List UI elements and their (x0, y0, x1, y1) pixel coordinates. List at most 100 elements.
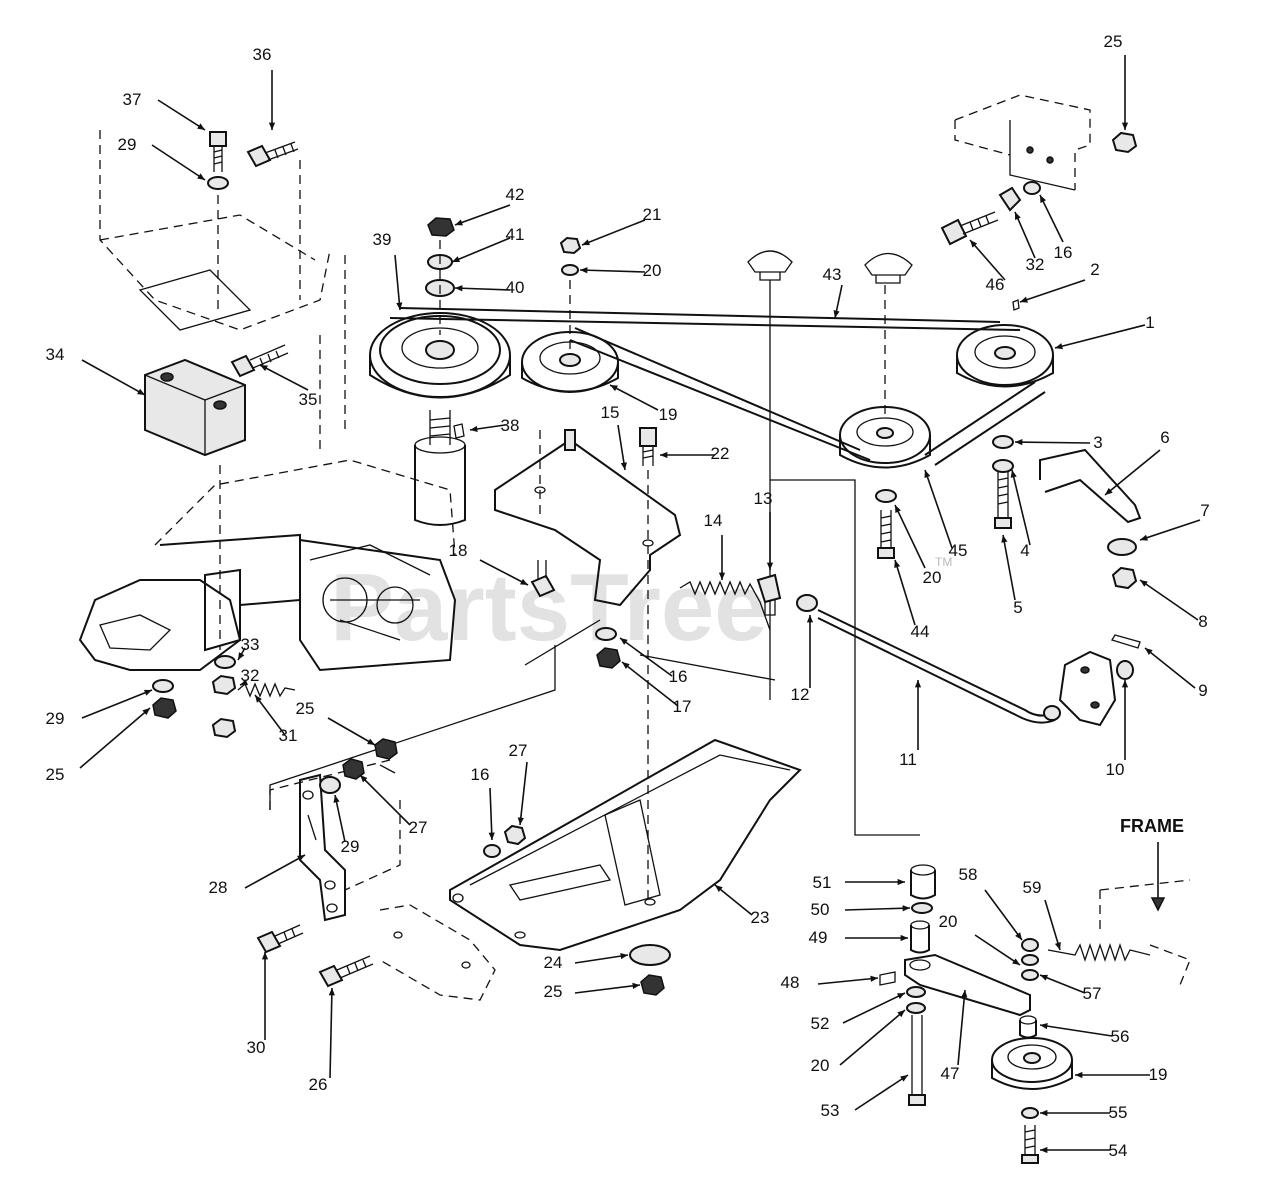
rod-11 (817, 609, 1056, 717)
arrowhead-c-9 (1145, 648, 1153, 656)
nut-42 (427, 217, 455, 237)
callout-c-13: 13 (754, 489, 773, 508)
leader-line-c-3 (1014, 441, 1091, 444)
arrowhead-c-40 (455, 285, 463, 292)
callout-c-37: 37 (123, 90, 142, 109)
bolt-46 (940, 211, 999, 246)
callout-c-43: 43 (823, 265, 842, 284)
callout-c-10: 10 (1106, 760, 1125, 779)
leader-line-c-53 (854, 1074, 909, 1111)
belt-43 (389, 307, 1046, 466)
arrowhead-c-36 (268, 122, 276, 130)
callout-c-34: 34 (46, 345, 65, 364)
leader-line-c-8 (1139, 579, 1199, 621)
bolt-54 (1021, 1125, 1039, 1164)
leader-line-c-9 (1144, 647, 1196, 689)
arrowhead-c-28 (297, 855, 305, 862)
callout-c-25d: 25 (544, 982, 563, 1001)
leader-line-c-20c (839, 1009, 906, 1066)
washer-16-top-right (1023, 181, 1041, 195)
callout-c-20a: 20 (643, 261, 662, 280)
leader-line-c-6 (1104, 449, 1161, 496)
arrowhead-c-51 (897, 878, 905, 886)
arrowhead-c-56 (1040, 1023, 1048, 1030)
arrowhead-c-50 (902, 905, 910, 912)
bracket-plate-15 (494, 429, 682, 607)
arrowhead-c-30 (261, 952, 269, 960)
leader-line-c-28 (244, 854, 306, 889)
leader-line-c-26 (329, 987, 333, 1079)
washer-10 (1116, 660, 1134, 680)
callout-c-25c: 25 (296, 699, 315, 718)
callout-c-7: 7 (1200, 501, 1209, 520)
bolt-36 (246, 141, 299, 168)
callout-c-48: 48 (781, 973, 800, 992)
arrowhead-c-14 (718, 572, 726, 580)
leader-line-c-31 (254, 694, 286, 736)
pulley-45 (839, 406, 931, 469)
arrowhead-c-25a (1121, 122, 1129, 130)
arrowhead-c-46 (970, 240, 978, 248)
idler-arm-47 (904, 953, 1031, 1017)
washer-3 (992, 435, 1014, 449)
washer-29-left (152, 679, 174, 693)
callout-c-14: 14 (704, 511, 723, 530)
washer-33 (214, 655, 236, 669)
callout-c-45: 45 (949, 541, 968, 560)
pulley-39 (369, 312, 511, 399)
callout-c-58: 58 (959, 865, 978, 884)
leader-line-c-2 (1019, 279, 1086, 303)
arrowhead-c-29c (333, 795, 340, 803)
callout-c-31: 31 (279, 726, 298, 745)
bolt-35 (230, 344, 289, 378)
arrowhead-c-16c (488, 832, 495, 840)
callout-c-39: 39 (373, 230, 392, 249)
callout-c-35: 35 (299, 390, 318, 409)
callout-c-16a: 16 (1054, 243, 1073, 262)
bolt-22 (639, 427, 657, 466)
arrowhead-c-35 (260, 365, 268, 372)
callout-c-25a: 25 (1104, 32, 1123, 51)
callout-c-15: 15 (601, 403, 620, 422)
bolt-18 (530, 560, 556, 598)
leader-line-c-23 (714, 884, 753, 916)
callout-c-59: 59 (1023, 878, 1042, 897)
leader-line-c-16b (619, 637, 673, 677)
washer-24 (629, 944, 671, 966)
nut-8 (1111, 566, 1138, 590)
arrowhead-c-15 (620, 462, 627, 470)
callout-c-46: 46 (986, 275, 1005, 294)
nut-12 (796, 594, 818, 612)
callout-c-42: 42 (506, 185, 525, 204)
nut-25-arm (374, 738, 398, 760)
callout-c-53: 53 (821, 1101, 840, 1120)
nut-17 (596, 647, 621, 669)
callout-c-36: 36 (253, 45, 272, 64)
bracket-23 (449, 738, 802, 952)
arrowhead-c-20c (897, 1010, 905, 1018)
leader-line-c-48 (817, 977, 879, 985)
leader-line-c-5 (1002, 534, 1016, 601)
nut-27-lower (503, 824, 527, 846)
nut-58 (1021, 938, 1039, 952)
arrowhead-c-24 (620, 953, 628, 960)
callout-c-41: 41 (506, 225, 525, 244)
arrowhead-c-12 (806, 615, 814, 623)
callout-c-38: 38 (501, 416, 520, 435)
leader-line-c-50 (844, 907, 911, 911)
washer-57 (1021, 969, 1039, 981)
arrowhead-c-33 (238, 652, 245, 660)
bracket-dashed-upper-right (954, 94, 1091, 191)
nut-25-left (152, 697, 177, 719)
leader-line-c-56 (1039, 1024, 1113, 1037)
callout-c-27a: 27 (409, 818, 428, 837)
leader-line-c-27a (359, 774, 411, 826)
arrowhead-c-52 (897, 993, 905, 1000)
callout-c-21: 21 (643, 205, 662, 224)
callout-c-16b: 16 (669, 667, 688, 686)
nut-27-arm (342, 758, 365, 780)
callout-c-33: 33 (241, 635, 260, 654)
bolt-44 (877, 510, 895, 559)
arrowhead-c-34 (137, 388, 145, 395)
